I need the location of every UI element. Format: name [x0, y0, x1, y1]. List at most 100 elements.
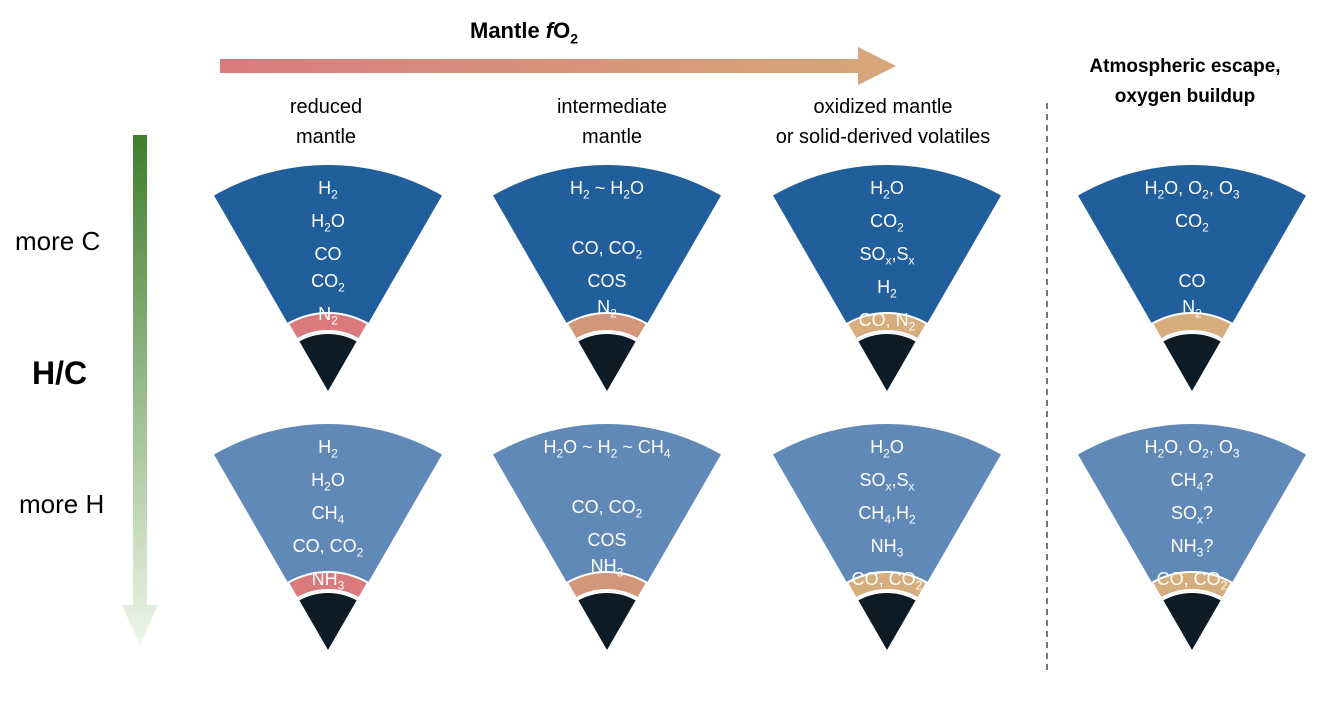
core-layer: [1160, 332, 1224, 396]
gas-species: CO, CO2: [292, 536, 364, 560]
mantle-layer: [1150, 571, 1234, 600]
wedge-oxidized-more-c: [773, 164, 1001, 396]
more-h-label: more H: [19, 489, 105, 519]
wedge-escape-more-h: [1078, 424, 1306, 655]
core-layer: [296, 332, 360, 396]
gas-species: CH4?: [1170, 470, 1214, 494]
hc-axis-label: H/C: [32, 355, 88, 391]
gas-species: [507, 467, 707, 494]
gas-list: H2O, O2, O3 CH4? SOx? NH3? CO, CO2: [1092, 434, 1292, 599]
gas-species: SOx,Sx: [859, 470, 915, 494]
column-label-intermediate: intermediate mantle: [512, 92, 712, 152]
gas-species: CO, CO2: [851, 569, 923, 593]
atmosphere-layer: [1078, 424, 1306, 652]
core-layer: [575, 591, 639, 655]
gas-species: N2: [1182, 297, 1202, 321]
gas-species: CO2: [870, 211, 904, 235]
gas-species: N2: [597, 297, 617, 321]
mantle-layer: [845, 312, 929, 341]
column-label-line2: mantle: [581, 126, 643, 148]
gas-species: H2: [877, 277, 897, 301]
gas-species: COS: [587, 529, 627, 550]
column-label-line1: reduced: [289, 96, 363, 118]
gas-species: NH3: [590, 556, 624, 580]
atmosphere-layer: [214, 424, 442, 652]
mantle-layer: [845, 571, 929, 600]
escape-label-line1: Atmospheric escape,: [1089, 56, 1281, 77]
more-c-label: more C: [15, 226, 101, 256]
core-layer: [855, 332, 919, 396]
wedge-intermediate-more-c: [493, 164, 721, 396]
core-layer: [296, 591, 360, 655]
gas-species: CO, CO2: [1156, 569, 1228, 593]
gas-species: H2O: [311, 211, 345, 235]
gas-species: CO: [314, 244, 342, 265]
gas-species: H2O: [870, 178, 904, 202]
column-label-oxidized: oxidized mantle or solid-derived volatil…: [733, 92, 1033, 152]
gas-species: NH3?: [1170, 536, 1214, 560]
gas-species: [1092, 241, 1292, 268]
column-label-line1: oxidized mantle: [813, 96, 953, 118]
column-label-line1: intermediate: [556, 96, 668, 118]
gas-species: NH3: [311, 569, 345, 593]
gas-species: N2: [318, 303, 338, 328]
gas-species: H2: [318, 437, 338, 461]
mantle-layer: [286, 312, 370, 341]
gas-species: H2O ~ H2 ~ CH4: [543, 437, 671, 461]
fo2-arrow: [220, 47, 896, 85]
wedge-oxidized-more-h: [773, 424, 1001, 655]
core-layer: [1160, 591, 1224, 655]
gas-species: H2: [318, 178, 338, 202]
gas-species: CO, N2: [858, 310, 916, 334]
core-layer: [575, 332, 639, 396]
atmosphere-layer: [493, 424, 721, 652]
gas-species: [507, 208, 707, 235]
atmosphere-layer: [773, 424, 1001, 652]
gas-species: COS: [587, 270, 627, 291]
wedge-reduced-more-h: [214, 424, 442, 655]
gas-species: SOx?: [1170, 503, 1214, 527]
atmosphere-layer: [214, 164, 442, 393]
gas-species: H2 ~ H2O: [570, 178, 644, 202]
mantle-layer: [565, 571, 649, 600]
core-layer: [855, 591, 919, 655]
mantle-layer: [1150, 312, 1234, 341]
gas-species: CO, CO2: [571, 496, 643, 521]
escape-column-label: Atmospheric escape, oxygen buildup: [1050, 52, 1320, 112]
wedge-escape-more-c: [1078, 164, 1306, 396]
gas-species: SOx,Sx: [859, 244, 915, 268]
escape-label-line2: oxygen buildup: [1114, 86, 1256, 107]
gas-species: CH4,H2: [858, 503, 916, 527]
gas-species: H2O: [870, 437, 904, 461]
atmosphere-layer: [773, 164, 1001, 393]
hc-arrow: [122, 135, 158, 645]
gas-species: CO2: [1175, 211, 1209, 235]
gas-species: CO: [1178, 270, 1206, 291]
gas-species: CH4: [311, 503, 345, 527]
wedge-intermediate-more-h: [493, 424, 721, 655]
atmosphere-layer: [1078, 164, 1306, 393]
mantle-layer: [286, 571, 370, 600]
column-label-reduced: reduced mantle: [226, 92, 426, 152]
mantle-layer: [565, 312, 649, 341]
gas-species: NH3: [870, 536, 904, 560]
gas-species: CO2: [311, 270, 345, 295]
wedge-reduced-more-c: [214, 164, 442, 396]
atmosphere-layer: [493, 164, 721, 393]
column-label-line2: or solid-derived volatiles: [775, 126, 991, 148]
column-label-line2: mantle: [295, 126, 357, 148]
mantle-fo2-title: Mantle fO2: [470, 18, 578, 46]
gas-species: CO, CO2: [571, 237, 643, 262]
gas-species: H2O, O2, O3: [1144, 178, 1240, 202]
gas-species: H2O, O2, O3: [1144, 437, 1240, 461]
gas-species: H2O: [311, 470, 345, 494]
mantle-fo2-title-text: Mantle fO2: [470, 18, 579, 47]
